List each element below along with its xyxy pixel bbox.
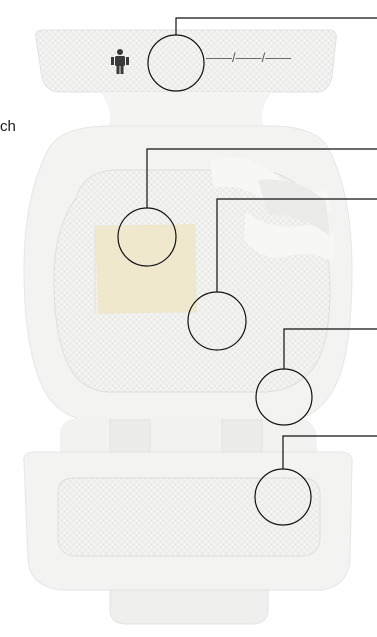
partial-label: ch bbox=[0, 118, 16, 136]
dressing-lower bbox=[24, 418, 353, 624]
date-field: ——/——/—— bbox=[206, 50, 291, 65]
